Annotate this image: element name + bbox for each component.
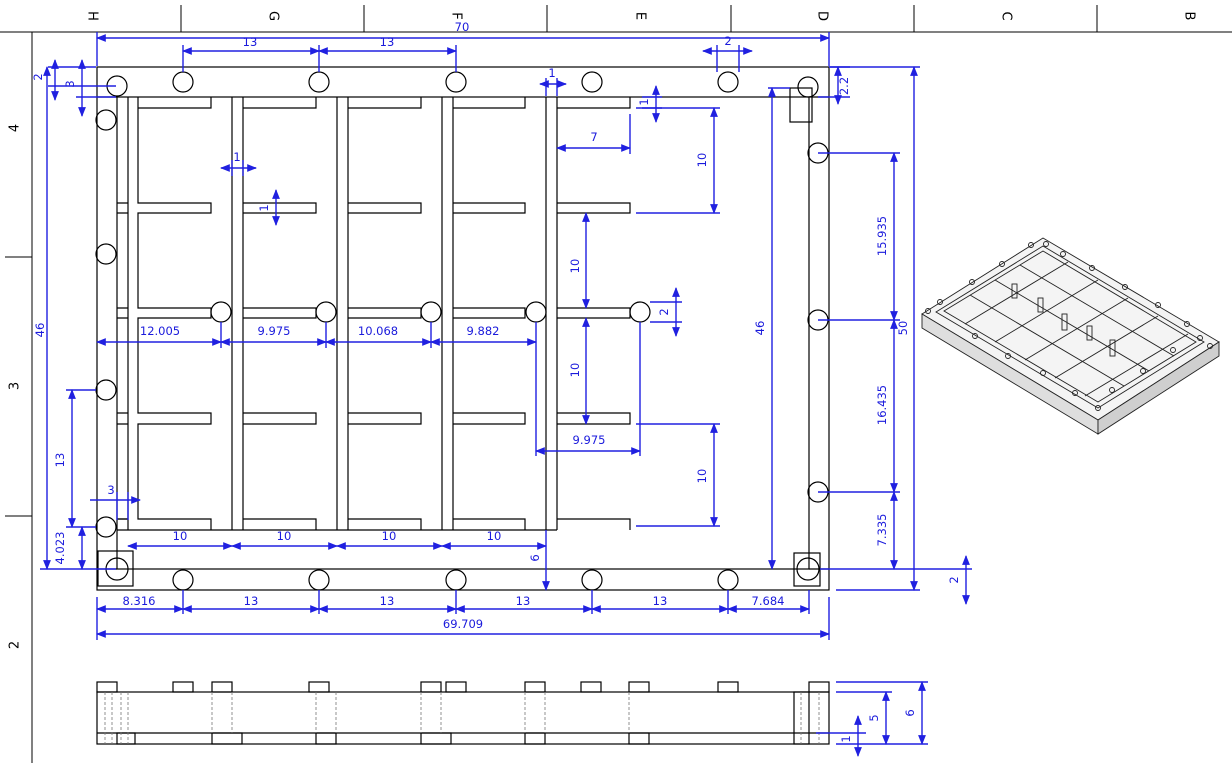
dim-6-depth: 6 [528,554,542,561]
dim-10-b3: 10 [382,529,397,543]
dim-12-005: 12.005 [140,324,180,338]
dim-10-b4: 10 [487,529,502,543]
dim-13-left: 13 [53,453,67,468]
side-view: 5 6 1 [96,681,928,757]
isometric-view [921,237,1220,435]
dim-13-b3: 13 [516,594,531,608]
dim-10-b: 10 [568,259,582,274]
sheet-frame [0,5,1232,763]
dim-9-975-a: 9.975 [258,324,291,338]
dimension-labels: 70 13 13 2 1 2 3 2.2 46 1 1 1 7 10 10 10… [31,20,961,631]
zone-d: D [815,11,830,21]
dim-13-a: 13 [243,35,258,49]
dim-8-316: 8.316 [123,594,156,608]
dim-1-right: 1 [637,98,651,105]
dim-9-882: 9.882 [467,324,500,338]
zone-h: H [85,11,100,21]
dim-2-pin: 2 [657,308,671,315]
dim-10-b2: 10 [277,529,292,543]
dim-69-709: 69.709 [443,617,483,631]
dim-13-b2: 13 [380,594,395,608]
zone-e: E [633,12,648,20]
dim-10-a: 10 [695,153,709,168]
top-view [95,66,830,591]
dim-2-2: 2.2 [837,77,851,95]
dim-7-684: 7.684 [752,594,785,608]
grid-walls [127,97,558,530]
zone-labels: H G F E D C B 4 3 2 [8,11,1197,649]
dim-6-side: 6 [903,709,917,716]
dim-2-right: 2 [947,576,961,583]
mounting-holes [95,71,829,591]
dim-9-975-b: 9.975 [573,433,606,447]
dim-15-935: 15.935 [875,216,889,256]
dim-13-b1: 13 [244,594,259,608]
zone-4: 4 [8,124,23,132]
dim-50: 50 [896,321,910,336]
zone-f: F [449,12,464,19]
dim-3-wall: 3 [107,483,114,497]
dim-4-023: 4.023 [53,532,67,565]
dim-3-left: 3 [63,80,77,87]
dim-10-c: 10 [568,363,582,378]
tray-outline [96,66,830,591]
dim-13-b4: 13 [653,594,668,608]
zone-2: 2 [8,641,23,649]
zone-c: C [999,11,1014,20]
dim-10-068: 10.068 [358,324,398,338]
tray-inner-wall [116,96,810,570]
dim-10-d: 10 [695,469,709,484]
dim-10-b1: 10 [173,529,188,543]
dim-16-435: 16.435 [875,385,889,425]
zone-g: G [266,11,281,21]
compartments [117,97,631,531]
dim-2-left: 2 [31,73,45,80]
dim-46-left: 46 [33,323,47,338]
dim-2-top: 2 [724,34,731,48]
dim-5-side: 5 [867,714,881,721]
zone-b: B [1182,12,1197,21]
dim-1-top: 1 [548,66,555,80]
dim-13-b: 13 [380,35,395,49]
dim-7-335: 7.335 [875,514,889,547]
dim-7: 7 [590,130,597,144]
zone-3: 3 [8,382,23,390]
dim-46-inner: 46 [753,321,767,336]
dimension-lines [40,32,972,640]
dim-1-wall-v: 1 [257,204,271,211]
dim-1-side: 1 [839,735,853,742]
dim-1-wall: 1 [233,150,240,164]
dim-70: 70 [455,20,470,34]
